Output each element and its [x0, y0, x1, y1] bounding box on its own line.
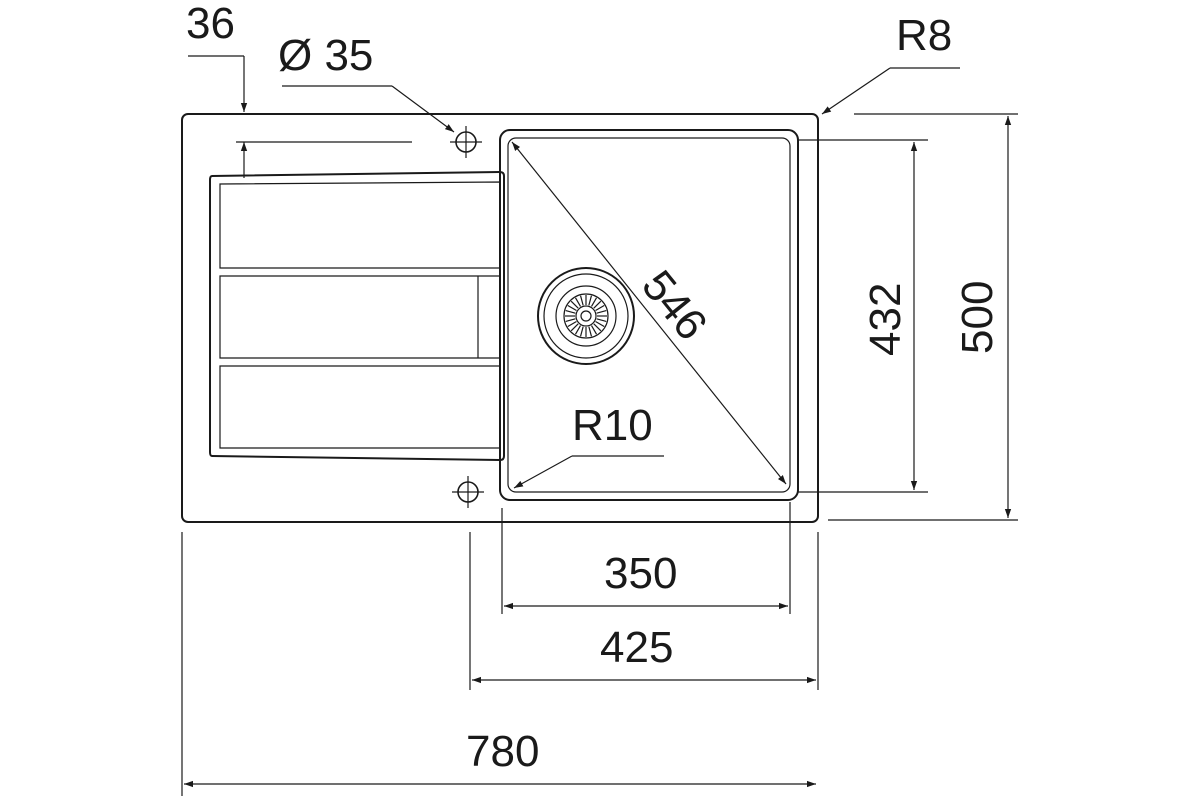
bowl-outer [499, 129, 799, 501]
total-width-label: 780 [466, 727, 539, 776]
bowl-inner [507, 137, 791, 493]
edge-offset-label: 36 [186, 0, 235, 48]
dimension-bowl-width: 350 [501, 502, 791, 614]
tap-hole-top-icon [450, 126, 482, 158]
drain-strainer-icon [537, 267, 635, 365]
bowl-width-label: 350 [604, 549, 677, 598]
diagonal-label: 546 [632, 261, 716, 349]
dimension-inner-radius: R10 [513, 401, 664, 489]
dimension-total-width: 780 [181, 532, 816, 796]
dimension-total-height: 500 [828, 113, 1018, 521]
sink-outline [181, 113, 819, 523]
bowl-height-label: 432 [861, 283, 910, 356]
inner-radius-label: R10 [572, 401, 653, 450]
outer-radius-label: R8 [896, 11, 952, 60]
dimension-outer-radius: R8 [821, 11, 960, 115]
total-height-label: 500 [953, 281, 1002, 354]
bowl-unit-width-label: 425 [600, 623, 673, 672]
dimension-edge-offset: 36 [186, 0, 412, 178]
drainer-board [209, 170, 505, 462]
dimension-bowl-unit-width: 425 [469, 532, 819, 690]
tap-hole-bottom-icon [452, 476, 484, 508]
hole-diameter-label: Ø 35 [278, 31, 373, 80]
dimension-hole-diameter: Ø 35 [278, 31, 455, 133]
dimension-bowl-height: 432 [798, 139, 928, 493]
